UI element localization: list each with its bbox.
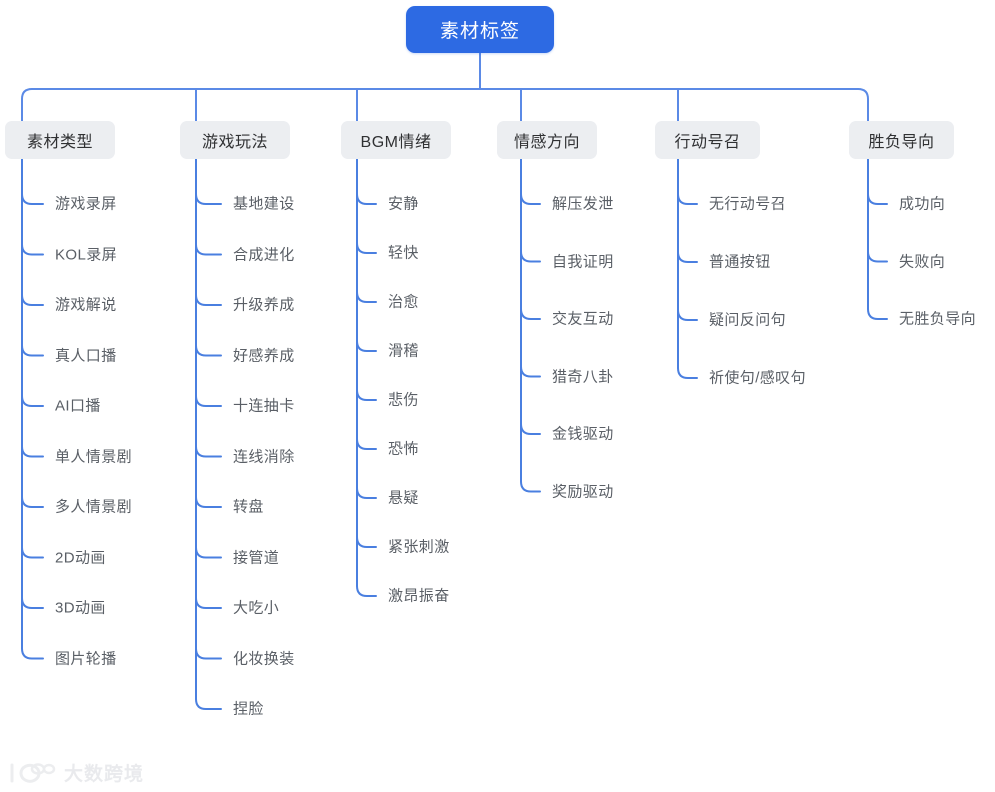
root-node[interactable]: 素材标签 — [406, 6, 554, 53]
leaf-label[interactable]: AI口播 — [55, 397, 101, 415]
category-header-label: 情感方向 — [513, 134, 580, 151]
leaf-label[interactable]: 普通按钮 — [709, 253, 771, 271]
category-header-label: BGM情绪 — [360, 134, 432, 151]
leaf-label[interactable]: 失败向 — [899, 253, 946, 270]
leaf-label[interactable]: 捏脸 — [233, 700, 264, 718]
leaf-label[interactable]: 多人情景剧 — [55, 498, 133, 516]
leaf-label[interactable]: 真人口播 — [55, 347, 117, 364]
category-header-1[interactable]: 素材类型 — [5, 121, 115, 159]
leaf-label[interactable]: 基地建设 — [233, 195, 295, 213]
leaf-label[interactable]: 升级养成 — [233, 296, 295, 314]
category-header-2[interactable]: 游戏玩法 — [180, 121, 290, 159]
watermark-text: 大数跨境 — [64, 764, 145, 785]
category-header-label: 素材类型 — [26, 134, 93, 151]
leaf-label[interactable]: KOL录屏 — [55, 246, 118, 263]
leaf-label[interactable]: 恐怖 — [388, 440, 419, 458]
leaf-label[interactable]: 游戏解说 — [55, 296, 117, 314]
leaf-label[interactable]: 疑问反问句 — [709, 311, 787, 329]
category-header-6[interactable]: 胜负导向 — [849, 121, 954, 159]
leaf-label[interactable]: 3D动画 — [55, 599, 106, 617]
leaf-label[interactable]: 交友互动 — [552, 310, 614, 328]
watermark: 大数跨境 — [8, 759, 144, 786]
category-header-label: 行动号召 — [674, 134, 741, 151]
leaf-label[interactable]: 悲伤 — [388, 391, 419, 409]
leaf-label[interactable]: 2D动画 — [55, 549, 106, 566]
leaf-label[interactable]: 紧张刺激 — [388, 538, 450, 556]
leaf-label[interactable]: 成功向 — [899, 195, 946, 213]
leaf-label[interactable]: 猎奇八卦 — [552, 368, 614, 385]
kuajing-logo-icon — [8, 762, 58, 784]
category-header-4[interactable]: 情感方向 — [497, 121, 597, 159]
leaf-label[interactable]: 安静 — [388, 195, 419, 213]
leaf-label[interactable]: 轻快 — [388, 244, 419, 262]
leaf-label[interactable]: 好感养成 — [233, 347, 295, 364]
leaf-label[interactable]: 十连抽卡 — [233, 397, 295, 415]
leaf-label[interactable]: 无胜负导向 — [899, 310, 977, 328]
leaf-label[interactable]: 游戏录屏 — [55, 195, 117, 213]
category-header-5[interactable]: 行动号召 — [655, 121, 760, 159]
category-header-label: 胜负导向 — [868, 134, 935, 151]
leaf-label[interactable]: 激昂振奋 — [388, 587, 450, 605]
leaf-label[interactable]: 悬疑 — [388, 489, 419, 507]
leaf-label[interactable]: 化妆换装 — [233, 650, 295, 667]
leaf-label[interactable]: 滑稽 — [388, 342, 419, 360]
leaf-label[interactable]: 大吃小 — [233, 599, 280, 617]
category-header-label: 游戏玩法 — [201, 134, 268, 151]
leaf-label[interactable]: 单人情景剧 — [55, 448, 133, 465]
leaf-label[interactable]: 自我证明 — [552, 253, 614, 270]
leaf-label[interactable]: 图片轮播 — [55, 650, 117, 667]
leaf-label[interactable]: 转盘 — [233, 498, 264, 516]
leaf-label[interactable]: 连线消除 — [233, 448, 295, 465]
leaf-label[interactable]: 合成进化 — [233, 246, 295, 263]
leaf-label[interactable]: 奖励驱动 — [552, 483, 614, 500]
leaf-label[interactable]: 治愈 — [388, 293, 419, 311]
leaf-label[interactable]: 解压发泄 — [552, 195, 614, 213]
leaf-label[interactable]: 金钱驱动 — [552, 425, 614, 443]
leaf-label[interactable]: 接管道 — [233, 549, 280, 566]
leaf-label[interactable]: 祈使句/感叹句 — [709, 369, 806, 387]
category-header-3[interactable]: BGM情绪 — [341, 121, 451, 159]
leaf-label[interactable]: 无行动号召 — [709, 195, 787, 213]
